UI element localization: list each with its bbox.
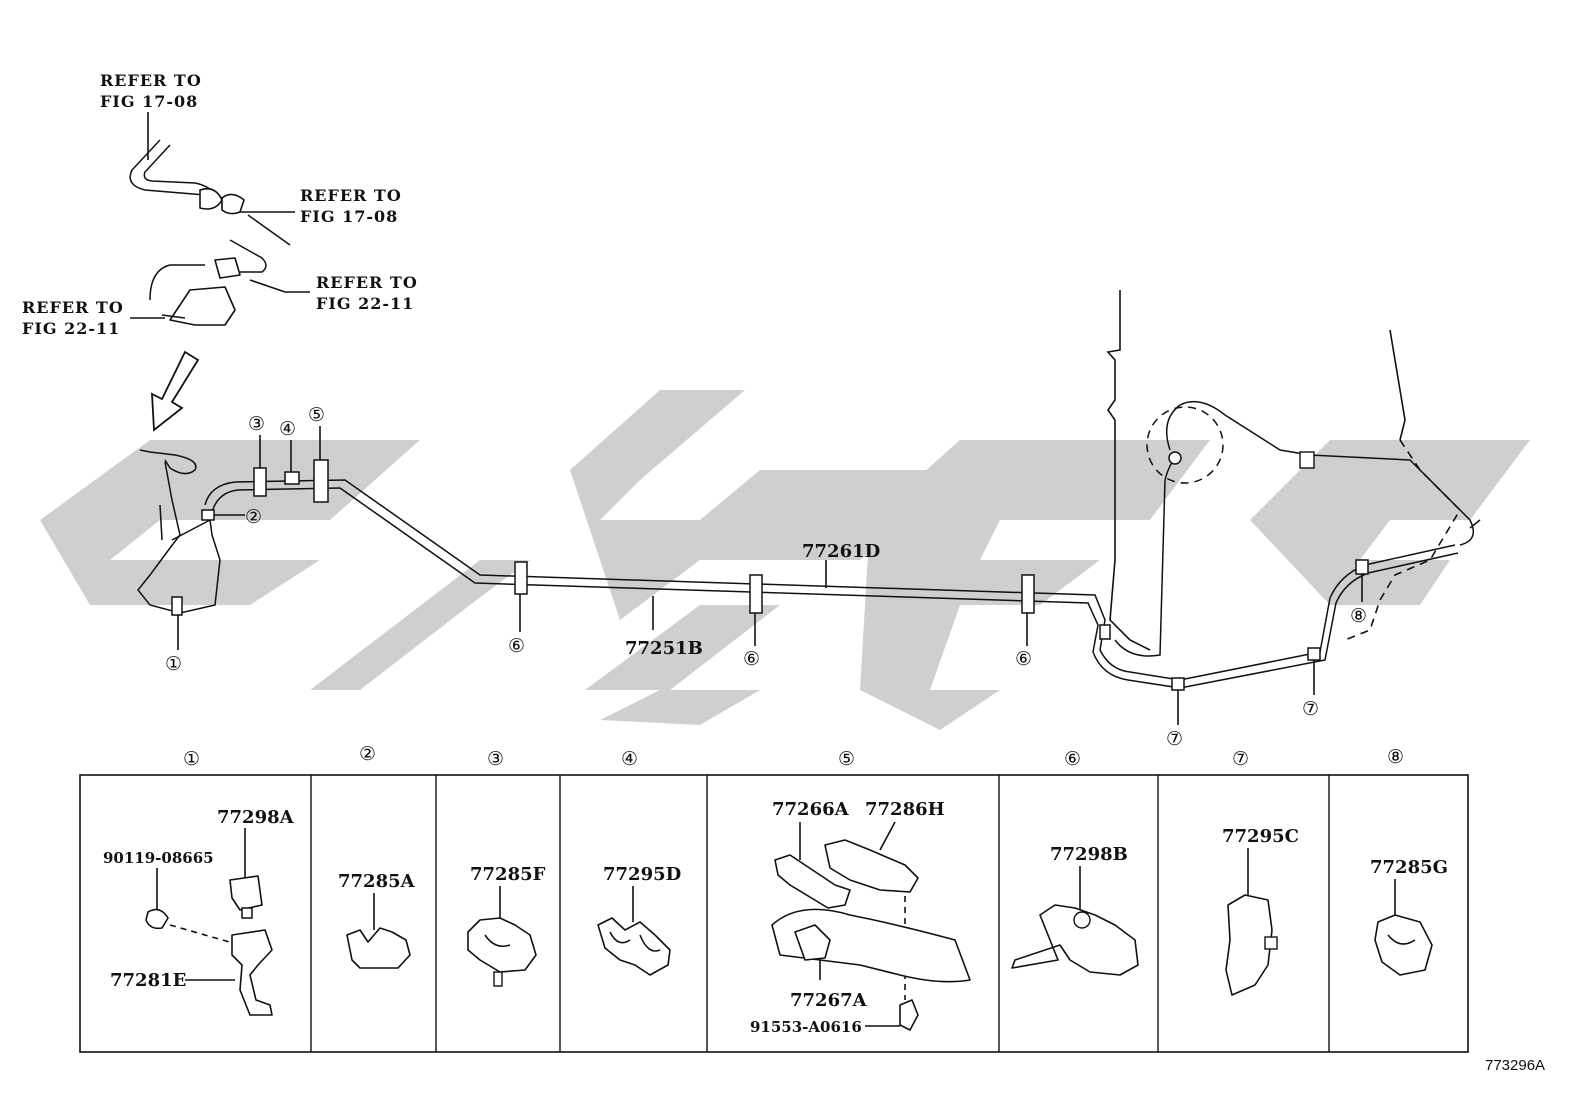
leader-lines-refer bbox=[130, 112, 310, 319]
panel-8: 77285G bbox=[1370, 857, 1448, 976]
refer-label-2: REFER TO FIG 17-08 bbox=[300, 186, 402, 226]
watermark-logo bbox=[40, 390, 1530, 730]
svg-text:77285A: 77285A bbox=[338, 871, 416, 892]
diagram-code: 773296A bbox=[1485, 1057, 1545, 1074]
svg-text:77298A: 77298A bbox=[217, 807, 295, 828]
panel-header-1: ① bbox=[183, 748, 200, 770]
callout-8: ⑧ bbox=[1350, 605, 1367, 627]
panel-7: 77295C bbox=[1222, 826, 1299, 996]
panel-header-7: ⑦ bbox=[1232, 748, 1249, 770]
upper-left-components bbox=[129, 139, 291, 326]
svg-text:77295C: 77295C bbox=[1222, 826, 1299, 847]
svg-text:77295D: 77295D bbox=[603, 864, 681, 885]
panel-header-2: ② bbox=[359, 743, 376, 765]
panel-6: 77298B bbox=[1011, 844, 1139, 976]
svg-text:91553-A0616: 91553-A0616 bbox=[750, 1018, 862, 1036]
svg-text:77266A: 77266A bbox=[772, 799, 850, 820]
svg-text:77281E: 77281E bbox=[110, 970, 186, 991]
panel-header-4: ④ bbox=[621, 748, 638, 770]
callout-6a: ⑥ bbox=[508, 635, 525, 657]
svg-text:77285G: 77285G bbox=[1370, 857, 1448, 878]
svg-text:77298B: 77298B bbox=[1050, 844, 1128, 865]
callout-leaders bbox=[177, 426, 1363, 725]
svg-text:77286H: 77286H bbox=[865, 799, 945, 820]
callout-4: ④ bbox=[279, 418, 296, 440]
panel-header-8: ⑧ bbox=[1387, 746, 1404, 768]
callout-6b: ⑥ bbox=[743, 648, 760, 670]
svg-text:77285F: 77285F bbox=[470, 864, 546, 885]
panel-header-3: ③ bbox=[487, 748, 504, 770]
panel-2: 77285A bbox=[338, 871, 416, 969]
body-outline bbox=[1106, 290, 1462, 651]
panel-headers: ① ② ③ ④ ⑤ ⑥ ⑦ ⑧ bbox=[183, 743, 1404, 770]
callout-1: ① bbox=[165, 653, 182, 675]
route-callouts: ① ② ③ ④ ⑤ ⑥ ⑥ ⑥ ⑦ ⑦ ⑧ bbox=[165, 404, 1367, 750]
callout-3: ③ bbox=[248, 413, 265, 435]
panel-5: 77266A 77286H 77267A 91553-A0616 bbox=[750, 799, 971, 1036]
callout-6c: ⑥ bbox=[1015, 648, 1032, 670]
callout-7a: ⑦ bbox=[1166, 728, 1183, 750]
refer-label-1: REFER TO FIG 17-08 bbox=[100, 71, 202, 111]
panel-1: 77298A 90119-08665 77281E bbox=[103, 807, 295, 1016]
panel-header-5: ⑤ bbox=[838, 748, 855, 770]
callout-7b: ⑦ bbox=[1302, 698, 1319, 720]
callout-5: ⑤ bbox=[308, 404, 325, 426]
callout-2: ② bbox=[245, 506, 262, 528]
svg-text:REFER TO: REFER TO bbox=[100, 71, 202, 90]
svg-text:FIG 22-11: FIG 22-11 bbox=[316, 294, 414, 313]
svg-text:77267A: 77267A bbox=[790, 990, 868, 1011]
panel-3: 77285F bbox=[467, 864, 546, 987]
tube-lower-label: 77251B bbox=[625, 638, 703, 659]
svg-text:FIG 22-11: FIG 22-11 bbox=[22, 319, 120, 338]
svg-text:REFER TO: REFER TO bbox=[22, 298, 124, 317]
panel-4: 77295D bbox=[597, 864, 681, 976]
tube-upper-label: 77261D bbox=[802, 541, 880, 562]
svg-text:FIG 17-08: FIG 17-08 bbox=[100, 92, 198, 111]
svg-text:REFER TO: REFER TO bbox=[300, 186, 402, 205]
svg-text:REFER TO: REFER TO bbox=[316, 273, 418, 292]
svg-text:90119-08665: 90119-08665 bbox=[103, 849, 214, 867]
route-clamps bbox=[171, 459, 1369, 691]
panel-header-6: ⑥ bbox=[1064, 748, 1081, 770]
refer-label-4: REFER TO FIG 22-11 bbox=[22, 298, 124, 338]
parts-table bbox=[79, 774, 1469, 1053]
svg-text:FIG 17-08: FIG 17-08 bbox=[300, 207, 398, 226]
direction-arrow bbox=[151, 350, 200, 432]
refer-label-3: REFER TO FIG 22-11 bbox=[316, 273, 418, 313]
